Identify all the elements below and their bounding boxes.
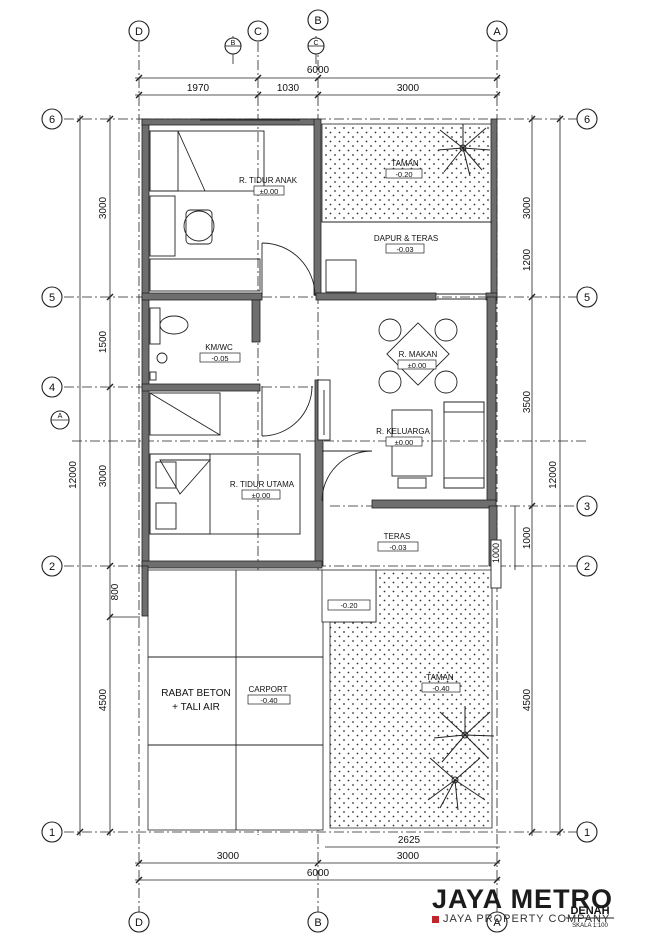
room-name-tidur-anak: R. TIDUR ANAK xyxy=(239,176,298,185)
section-mark-c: C xyxy=(313,40,318,47)
dim-left-total: 12000 xyxy=(68,461,79,489)
brand-watermark: JAYA METRO JAYA PROPERTY COMPANY xyxy=(432,884,654,925)
grid-top-a: A xyxy=(493,26,501,38)
room-level-makan: ±0.00 xyxy=(408,361,427,370)
dim-right-small: 1000 xyxy=(491,543,501,563)
room-level-keluarga: ±0.00 xyxy=(395,438,414,447)
dim-bottom-inner: 2625 xyxy=(398,835,421,846)
grid-bottom-d: D xyxy=(135,917,143,929)
step-block xyxy=(321,569,377,623)
grid-top-b: B xyxy=(314,15,321,27)
room-name-tidur-utama: R. TIDUR UTAMA xyxy=(230,480,295,489)
drawing-title: DENAH xyxy=(570,905,609,917)
plant-icon xyxy=(427,124,495,811)
section-markers: B C A xyxy=(50,36,325,430)
dim-left-seg-2: 1500 xyxy=(98,330,109,353)
grid-bubbles: D C B A D B A 6 5 4 2 1 6 5 3 2 1 xyxy=(41,9,598,933)
title-block: DENAH SKALA 1:100 xyxy=(566,905,614,929)
dim-right-seg-3: 3500 xyxy=(522,390,533,413)
dim-left-seg-4: 800 xyxy=(110,583,121,600)
carport-area xyxy=(147,569,324,831)
dim-left-seg-3: 3000 xyxy=(98,464,109,487)
brand-tagline: JAYA PROPERTY COMPANY xyxy=(443,913,611,925)
room-labels: R. TIDUR ANAK ±0.00 TAMAN -0.20 DAPUR & … xyxy=(161,159,461,713)
carport-paving xyxy=(148,570,323,830)
dimension-lines xyxy=(76,74,564,884)
grid-left-1: 1 xyxy=(49,827,55,839)
furniture xyxy=(149,130,492,535)
dim-right-seg-4: 1000 xyxy=(522,526,533,549)
room-name-taman-bottom: TAMAN xyxy=(426,673,454,682)
dim-top-seg-3: 3000 xyxy=(397,83,420,94)
brand-tagline-row: JAYA PROPERTY COMPANY xyxy=(432,913,654,925)
brand-logo-icon xyxy=(432,915,439,923)
dim-bottom-seg-1: 3000 xyxy=(217,851,240,862)
grid-right-5: 5 xyxy=(584,292,590,304)
room-name-makan: R. MAKAN xyxy=(399,350,438,359)
dim-bottom-seg-2: 3000 xyxy=(397,851,420,862)
grid-right-6: 6 xyxy=(584,114,590,126)
grid-top-d: D xyxy=(135,26,143,38)
room-name-dapur-teras: DAPUR & TERAS xyxy=(374,234,438,243)
room-level-tidur-anak: ±0.00 xyxy=(260,187,279,196)
dim-bottom-total: 6000 xyxy=(307,868,330,879)
doors xyxy=(261,242,373,502)
grid-left-5: 5 xyxy=(49,292,55,304)
room-level-dapur-teras: -0.03 xyxy=(396,245,413,254)
room-level-tidur-utama: ±0.00 xyxy=(252,491,271,500)
grid-bottom-a: A xyxy=(493,917,501,929)
room-name-teras: TERAS xyxy=(384,532,411,541)
grid-left-4: 4 xyxy=(49,382,55,394)
section-mark-b: B xyxy=(231,40,236,47)
drawing-scale: SKALA 1:100 xyxy=(572,923,608,929)
dim-left-seg-1: 3000 xyxy=(98,196,109,219)
dimension-texts: 6000 1970 1030 3000 2625 3000 3000 6000 … xyxy=(68,65,559,879)
step-level: -0.20 xyxy=(340,601,357,610)
rabat-label-line2: + TALI AIR xyxy=(172,702,220,713)
room-name-taman-top: TAMAN xyxy=(391,159,419,168)
dim-left-seg-5: 4500 xyxy=(98,688,109,711)
walls xyxy=(141,118,498,617)
room-level-teras: -0.03 xyxy=(389,543,406,552)
dim-top-seg-1: 1970 xyxy=(187,83,210,94)
grid-right-1: 1 xyxy=(584,827,590,839)
room-name-kmmdi: KM/WC xyxy=(205,343,233,352)
dim-top-seg-2: 1030 xyxy=(277,83,300,94)
dim-right-seg-2: 1200 xyxy=(522,248,533,271)
grid-left-6: 6 xyxy=(49,114,55,126)
dim-top-total: 6000 xyxy=(307,65,330,76)
room-level-taman-top: -0.20 xyxy=(395,170,412,179)
grid-right-2: 2 xyxy=(584,561,590,573)
grid-bottom-b: B xyxy=(314,917,321,929)
room-name-carport: CARPORT xyxy=(249,685,288,694)
dim-right-seg-5: 4500 xyxy=(522,688,533,711)
dim-right-total: 12000 xyxy=(548,461,559,489)
brand-name: JAYA METRO xyxy=(432,884,614,914)
section-mark-a: A xyxy=(58,413,63,420)
dim-right-seg-1: 3000 xyxy=(522,196,533,219)
room-level-carport: -0.40 xyxy=(260,696,277,705)
grid-top-c: C xyxy=(254,26,262,38)
room-name-keluarga: R. KELUARGA xyxy=(376,427,430,436)
windows xyxy=(200,119,502,589)
grid-left-2: 2 xyxy=(49,561,55,573)
rabat-label-line1: RABAT BETON xyxy=(161,688,230,699)
grid-right-3: 3 xyxy=(584,501,590,513)
room-level-kmmdi: -0.05 xyxy=(211,354,228,363)
room-level-taman-bottom: -0.40 xyxy=(432,684,449,693)
